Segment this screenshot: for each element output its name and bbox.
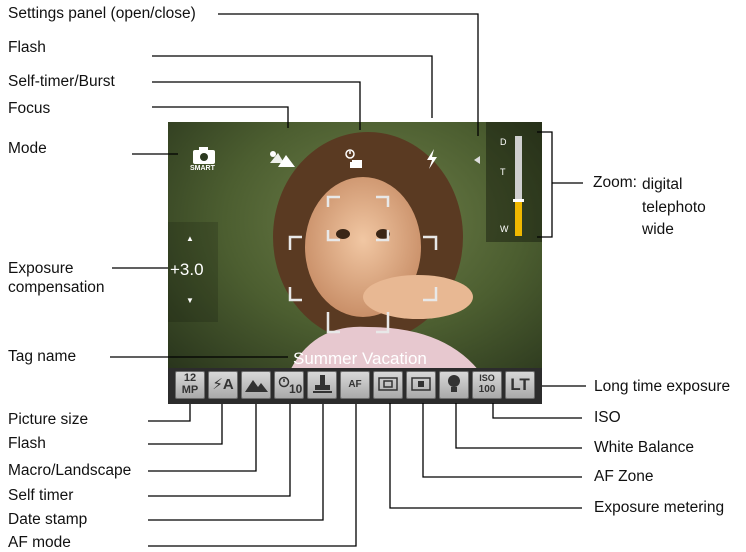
label-long-time-exposure: Long time exposure <box>594 377 730 396</box>
mode-text: SMART <box>190 165 215 172</box>
label-settings-panel: Settings panel (open/close) <box>8 4 196 23</box>
label-zoom-digital: digital <box>642 175 683 194</box>
label-zoom-wide: wide <box>642 220 674 239</box>
label-macro-landscape: Macro/Landscape <box>8 461 131 480</box>
white-balance-button[interactable] <box>439 371 469 399</box>
af-mode-button[interactable]: AF <box>340 371 370 399</box>
zoom-track[interactable] <box>515 136 522 236</box>
label-flash-top: Flash <box>8 38 46 57</box>
af-zone-button[interactable] <box>406 371 436 399</box>
tag-name-text: Summer Vacation <box>293 349 427 369</box>
landscape-icon <box>243 372 269 396</box>
label-focus: Focus <box>8 99 50 118</box>
zoom-label-t: T <box>500 167 506 177</box>
zoom-panel: D T W <box>486 122 542 242</box>
af-zone-icon <box>408 372 434 396</box>
triangle-left-icon[interactable] <box>473 152 481 170</box>
self-timer-button[interactable]: 10 <box>274 371 304 399</box>
label-af-zone: AF Zone <box>594 467 653 486</box>
label-exposure-metering: Exposure metering <box>594 498 724 517</box>
exposure-down-icon[interactable]: ▼ <box>186 296 194 305</box>
exposure-value: +3.0 <box>170 260 204 280</box>
camera-icon[interactable] <box>192 146 216 166</box>
picture-size-button[interactable]: 12 MP <box>175 371 205 399</box>
label-zoom-telephoto: telephoto <box>642 198 706 217</box>
zoom-level-fill <box>515 201 522 236</box>
label-exposure-compensation: Exposure compensation <box>8 259 126 297</box>
bulb-icon <box>441 372 467 396</box>
label-zoom-title: Zoom: <box>593 173 637 192</box>
date-stamp-button[interactable] <box>307 371 337 399</box>
label-mode: Mode <box>8 139 47 158</box>
macro-landscape-icon[interactable] <box>268 149 296 174</box>
exposure-up-icon[interactable]: ▲ <box>186 234 194 243</box>
label-af-mode: AF mode <box>8 533 71 552</box>
label-iso: ISO <box>594 408 621 427</box>
macro-landscape-button[interactable] <box>241 371 271 399</box>
exposure-metering-button[interactable] <box>373 371 403 399</box>
self-timer-burst-icon[interactable] <box>344 148 364 175</box>
camera-screen: SMART D T W ▲ +3.0 ▼ Summer Vacation <box>168 122 542 404</box>
label-flash-bottom: Flash <box>8 434 46 453</box>
flash-auto-button[interactable]: ⚡A <box>208 371 238 399</box>
label-self-timer: Self timer <box>8 486 73 505</box>
label-white-balance: White Balance <box>594 438 694 457</box>
label-self-timer-burst: Self-timer/Burst <box>8 72 115 91</box>
label-picture-size: Picture size <box>8 410 88 429</box>
label-date-stamp: Date stamp <box>8 510 87 529</box>
zoom-slider-thumb[interactable] <box>513 199 524 202</box>
long-time-button[interactable]: LT <box>505 371 535 399</box>
metering-icon <box>375 372 401 396</box>
iso-button[interactable]: ISO 100 <box>472 371 502 399</box>
zoom-label-w: W <box>500 224 509 234</box>
stamp-icon <box>309 372 335 396</box>
label-tag-name: Tag name <box>8 347 76 366</box>
flash-icon[interactable] <box>425 149 439 174</box>
zoom-label-d: D <box>500 137 507 147</box>
